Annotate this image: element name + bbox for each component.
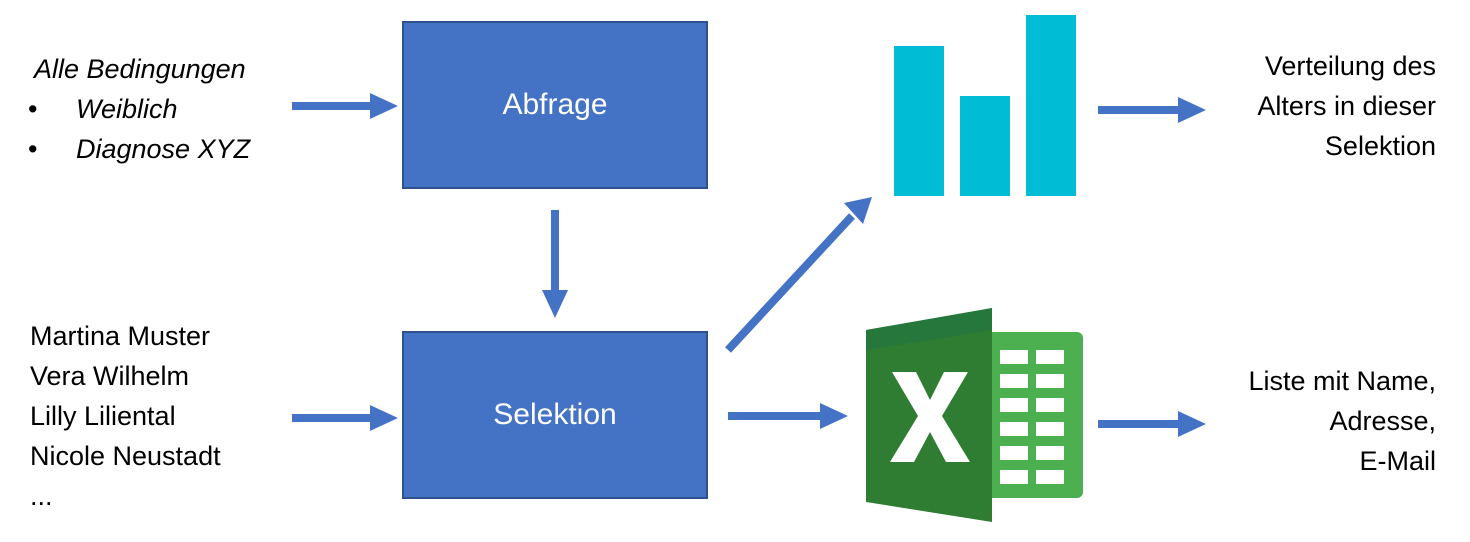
name-item-ellipsis: ... <box>30 481 53 511</box>
list-line-3: E-Mail <box>1359 446 1436 476</box>
list-line-1: Liste mit Name, <box>1248 366 1436 396</box>
arrow-names-to-selection <box>292 405 398 431</box>
conditions-heading: Alle Bedingungen <box>34 54 246 84</box>
excel-sheet <box>985 332 1083 498</box>
bullet-1: • <box>28 94 38 124</box>
arrow-selection-to-chart <box>725 197 872 353</box>
distribution-line-3: Selektion <box>1324 131 1436 161</box>
condition-item-weiblich: Weiblich <box>76 94 178 124</box>
arrow-query-to-selection <box>542 210 568 318</box>
query-box: Abfrage <box>402 21 708 189</box>
arrow-conditions-to-query <box>292 93 398 119</box>
excel-icon <box>866 308 1083 522</box>
bar-chart-icon <box>894 15 1076 196</box>
distribution-line-1: Verteilung des <box>1264 51 1436 81</box>
selection-box-label: Selektion <box>493 398 617 431</box>
arrow-selection-to-excel <box>728 403 848 429</box>
name-item: Martina Muster <box>30 321 211 351</box>
query-box-label: Abfrage <box>502 88 608 121</box>
chart-bar-3 <box>1026 15 1076 196</box>
selection-box: Selektion <box>402 331 708 499</box>
excel-x-letter <box>890 372 970 462</box>
condition-item-diagnose: Diagnose XYZ <box>76 134 251 164</box>
arrow-excel-to-list <box>1098 411 1206 437</box>
distribution-line-2: Alters in dieser <box>1257 91 1436 121</box>
chart-bar-2 <box>960 96 1010 196</box>
list-line-2: Adresse, <box>1329 406 1436 436</box>
name-item: Lilly Liliental <box>30 401 176 431</box>
arrow-chart-to-distribution <box>1098 97 1206 123</box>
chart-bar-1 <box>894 46 944 196</box>
excel-grid <box>1000 350 1064 484</box>
name-item: Vera Wilhelm <box>30 361 190 391</box>
bullet-2: • <box>28 134 38 164</box>
name-item: Nicole Neustadt <box>30 441 221 471</box>
